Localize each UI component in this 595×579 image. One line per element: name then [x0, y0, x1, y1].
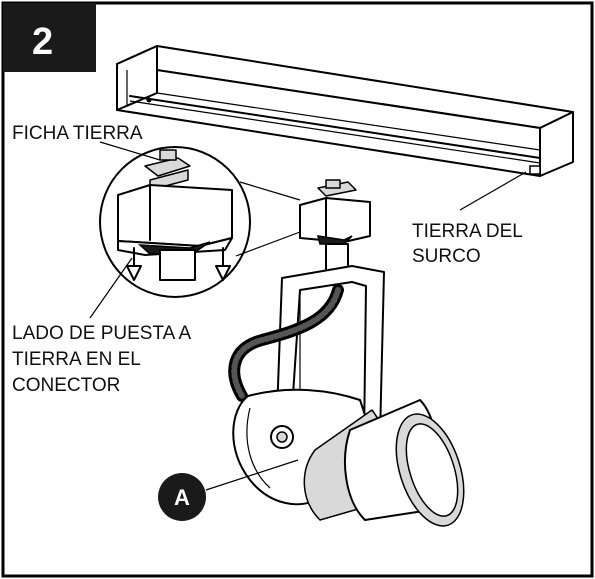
step-number-box: 2	[3, 3, 96, 72]
callout-badge-label: A	[174, 485, 190, 510]
label-ground-tab: FICHA TIERRA	[12, 123, 143, 144]
label-connector-side-line3: CONECTOR	[12, 375, 120, 396]
label-track-ground-line1: TIERRA DEL	[412, 221, 523, 242]
magnified-connector-view	[99, 146, 251, 298]
track-rail	[116, 45, 574, 177]
leader-lines	[89, 141, 527, 491]
callout-badge-a: A	[158, 473, 206, 521]
magnifier-leader-bottom	[235, 231, 301, 257]
label-track-ground-line2: SURCO	[412, 246, 481, 267]
magnifier-leader-top	[239, 181, 301, 201]
fixture-connector	[299, 179, 371, 277]
step-number: 2	[32, 21, 53, 63]
label-connector-side-line2: TIERRA EN EL	[12, 349, 141, 370]
label-connector-side-line1: LADO DE PUESTA A	[12, 323, 191, 344]
lamp-head	[232, 388, 465, 527]
